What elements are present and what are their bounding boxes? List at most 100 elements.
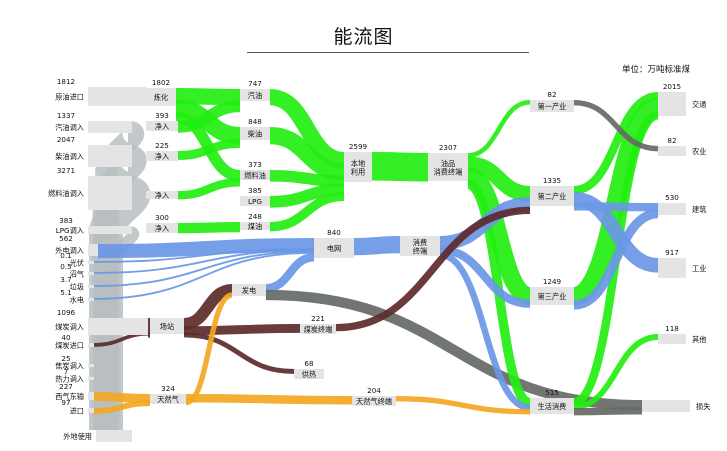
node-value-refining: 1802 [152,78,170,87]
node-box-market [150,318,184,334]
flow-link-import_393-to-gasoline [177,100,241,133]
flow-link-secondary-to-transport [573,91,659,195]
node-value-coal_in: 1096 [57,308,76,317]
node-box-waste [88,285,94,288]
flow-link-import_300-to-kerosene [177,221,241,234]
node-value-hydro: 5.1 [60,288,71,297]
node-value-gas_import: 97 [61,398,70,407]
node-label-natgas: 天然气 [157,395,179,404]
node-box-coal_terminal [300,324,336,334]
flow-link-oil_terminal-to-primary [467,99,531,158]
node-label-secondary: 第二产业 [538,192,567,201]
node-label-fueloil: 燃料油 [244,171,266,180]
node-box-gas_terminal [352,396,396,406]
node-label-construction: 建筑 [692,205,706,214]
node-box-crude_import [88,87,146,106]
node-value-agriculture: 82 [667,136,676,145]
node-value-fueloil_in: 3271 [57,166,75,175]
node-box-biogas [88,272,94,275]
flow-link-waste-to-grid [93,250,315,287]
node-value-elec_in: 562 [59,234,73,243]
node-label-coal_in: 煤炭调入 [55,323,84,332]
node-value-local_use: 2599 [349,142,368,151]
node-value-solar: 0.1 [60,251,71,260]
node-box-lpg_in [88,226,132,234]
node-label-loss: 损失 [696,402,710,411]
node-label-residential: 生活消费 [538,402,567,411]
node-box-import_300 [146,223,178,233]
flow-link-oil_terminal-to-secondary [467,156,531,202]
node-box-construction [658,203,686,215]
flow-link-tertiary-to-construction [573,208,659,310]
flow-link-gas_west-to-natgas [93,391,151,403]
node-residential: 生活消费 515 [530,388,574,414]
node-box-coal_import [88,343,94,347]
node-box-fueloil_in [88,176,132,210]
node-box-primary [530,100,574,112]
node-box-transport [658,92,686,116]
node-value-oil_terminal: 2307 [439,143,457,152]
node-label-other: 其他 [692,335,706,344]
node-box-elec_in [88,244,98,256]
node-label-heat_supply: 供热 [302,370,316,379]
node-value-other: 118 [665,324,679,333]
flow-link-lpg-to-local_use [269,183,345,208]
node-value-coal_terminal: 221 [311,314,325,323]
node-value-gas_west: 227 [59,382,73,391]
flow-link-market-to-heat_supply [183,332,295,374]
node-box-gasoline [240,89,270,101]
flow-link-natgas-to-power_gen [185,292,233,406]
node-box-gas_west [88,392,94,400]
node-export_use: 外地使用 [63,430,132,442]
node-solar: 光伏0.1 [60,251,94,268]
node-label-market: 场站 [160,322,174,331]
node-value-gasoline: 747 [248,79,262,88]
node-box-elec_terminal [400,236,440,256]
node-value-industry: 917 [665,248,679,257]
flow-link-coal_terminal-to-secondary [335,206,531,332]
node-label-import_393: 净入 [155,122,169,131]
node-label-crude_import: 原油进口 [55,93,84,102]
node-label-hydro: 水电 [70,296,84,305]
node-value-lpg_in: 383 [59,216,73,225]
node-box-coal_in [88,318,148,335]
node-label-solar: 光伏 [70,259,84,268]
flow-link-local_use-to-oil_terminal [371,152,429,182]
node-value-tertiary: 1249 [543,277,562,286]
flow-link-secondary-to-industry [573,191,659,273]
flow-link-biogas-to-grid [93,249,315,274]
node-value-kerosene: 248 [248,212,262,221]
flow-link-elec_terminal-to-residential [439,251,531,412]
flow-link-fueloil-to-local_use [269,170,345,187]
node-box-heat_supply [294,369,324,379]
node-value-residential: 515 [545,388,559,397]
flow-link-residential-to-other [573,333,659,410]
node-value-import_225: 225 [155,141,169,150]
flow-link-gasoline-to-local_use [268,89,346,169]
node-label-transport: 交通 [692,100,706,109]
flow-link-natgas-to-gas_terminal [185,393,353,405]
node-value-diesel: 848 [248,117,262,126]
node-value-gasoline_in: 1337 [57,111,75,120]
node-label-heat_in: 热力调入 [55,375,84,384]
node-label-gasoline_in: 汽油调入 [55,123,84,132]
flow-link-import_225-to-diesel [177,139,241,160]
